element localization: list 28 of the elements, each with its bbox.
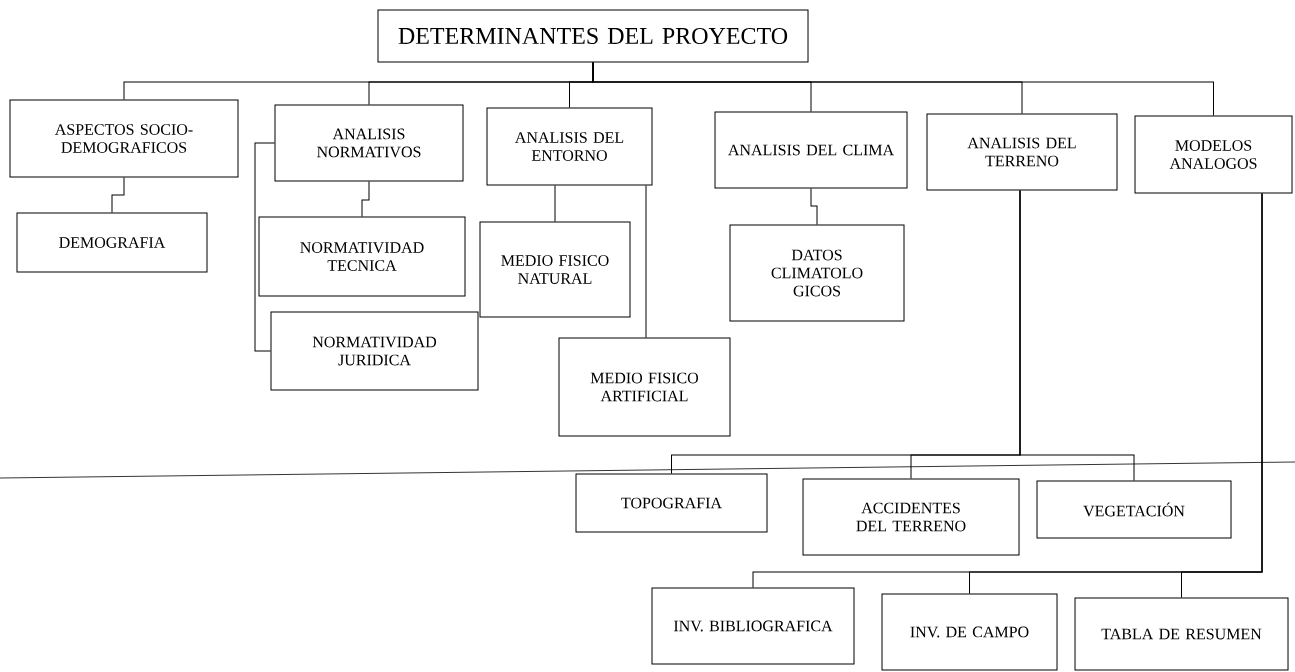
category-box: TOPOGRAFIA (575, 473, 768, 533)
category-box: MEDIO FISICO NATURAL (479, 221, 631, 318)
category-box: VEGETACIÓN (1036, 480, 1232, 539)
connector-line (361, 181, 370, 217)
category-box: NORMATIVIDAD TECNICA (258, 216, 466, 297)
category-box: DATOS CLIMATOLO GICOS (729, 224, 905, 322)
category-box: MODELOS ANALOGOS (1134, 115, 1293, 194)
connector-line (592, 62, 1214, 116)
category-box: ANALISIS DEL TERRENO (926, 113, 1118, 191)
title-box: DETERMINANTES DEL PROYECTO (377, 9, 809, 63)
connector-line (810, 188, 818, 225)
category-box: ASPECTOS SOCIO- DEMOGRAFICOS (9, 99, 239, 178)
connector-line (1019, 190, 1135, 481)
connector-line (554, 185, 556, 222)
connector-line (1181, 193, 1263, 598)
category-box: NORMATIVIDAD JURIDICA (270, 311, 479, 391)
category-box: ACCIDENTES DEL TERRENO (802, 478, 1020, 556)
category-box: DEMOGRAFIA (16, 212, 208, 273)
category-box: ANALISIS DEL ENTORNO (486, 107, 653, 186)
connector-line (645, 185, 647, 338)
category-box: ANALISIS NORMATIVOS (274, 104, 464, 182)
category-box: MEDIO FISICO ARTIFICIAL (558, 337, 731, 437)
connector-line (111, 177, 125, 213)
category-box: ANALISIS DEL CLIMA (714, 111, 908, 189)
category-box: INV. DE CAMPO (881, 593, 1058, 671)
connector-line (254, 142, 275, 352)
category-box: TABLA DE RESUMEN (1074, 597, 1289, 671)
category-box: INV. BIBLIOGRAFICA (651, 587, 855, 665)
